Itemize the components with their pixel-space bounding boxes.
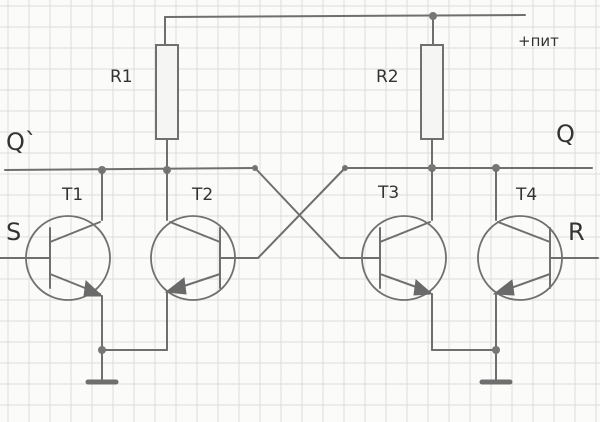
transistor-t3 xyxy=(361,215,447,301)
label-r1: R1 xyxy=(110,67,133,87)
label-s: S xyxy=(6,218,21,246)
transistor-t1 xyxy=(25,215,111,301)
output-bus-left xyxy=(4,165,258,174)
power-rail xyxy=(164,12,526,46)
resistor-r2 xyxy=(420,44,444,140)
cross-coupling-wires xyxy=(229,167,373,259)
transistor-t4 xyxy=(477,215,563,301)
label-q: Q xyxy=(556,120,575,148)
label-r: R xyxy=(568,218,585,246)
label-t1: T1 xyxy=(61,185,83,205)
label-t3: T3 xyxy=(377,183,399,203)
label-power: +пит xyxy=(518,32,559,50)
label-r2: R2 xyxy=(376,67,399,87)
transistor-t2 xyxy=(150,215,236,301)
ground-left xyxy=(85,291,168,385)
label-t4: T4 xyxy=(515,185,537,205)
ground-right xyxy=(431,293,513,385)
label-q-not: Q` xyxy=(6,128,37,156)
label-t2: T2 xyxy=(191,185,213,205)
resistor-r1 xyxy=(155,44,179,140)
